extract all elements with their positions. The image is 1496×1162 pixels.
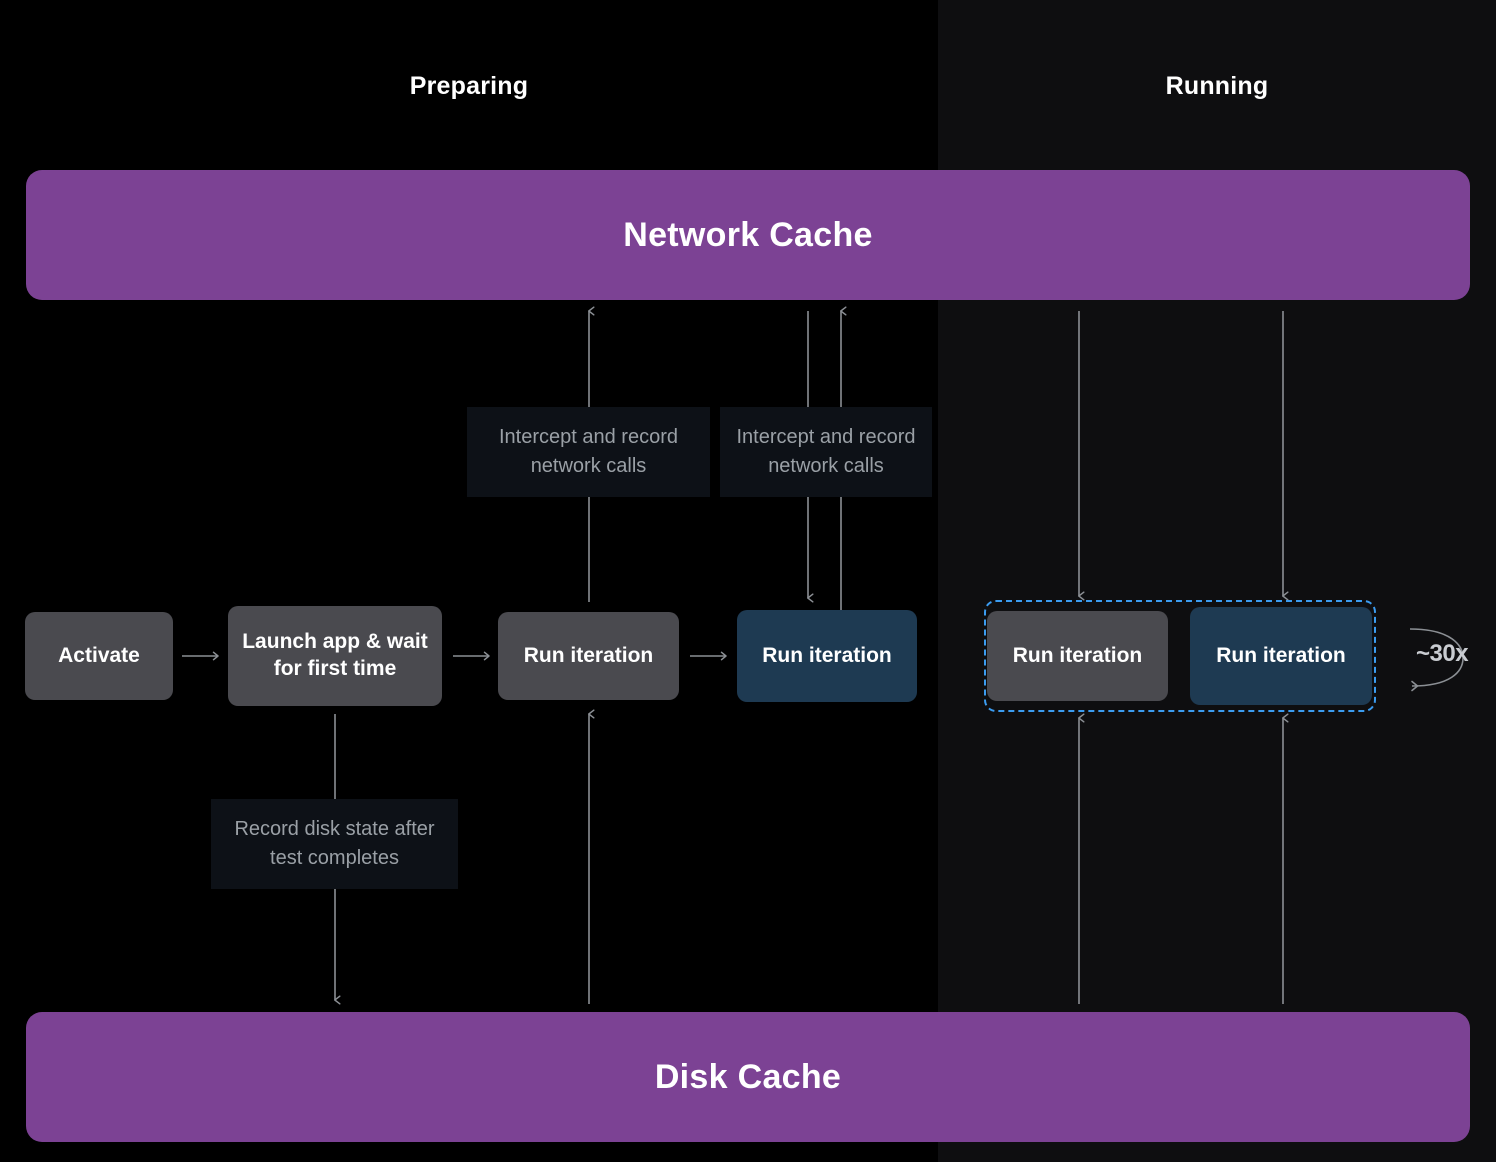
lane-title-preparing: Preparing [409,72,529,100]
lane-title-running: Running [1165,72,1269,100]
node-run-iteration-prep-1[interactable]: Run iteration [498,612,679,700]
node-launch-app[interactable]: Launch app & wait for first time [228,606,442,706]
annotation-record-disk-state: Record disk state after test completes [211,799,458,889]
node-run-iteration-running-2[interactable]: Run iteration [1190,607,1372,705]
loop-indicator: ~30x [1400,612,1496,704]
annotation-intercept-record-1: Intercept and record network calls [467,407,710,497]
node-run-iteration-prep-2[interactable]: Run iteration [737,610,917,702]
disk-cache-bar[interactable]: Disk Cache [26,1012,1470,1142]
node-run-iteration-running-1[interactable]: Run iteration [987,611,1168,701]
annotation-intercept-record-2: Intercept and record network calls [720,407,932,497]
loop-count-label: ~30x [1416,640,1469,667]
node-activate[interactable]: Activate [25,612,173,700]
network-cache-bar[interactable]: Network Cache [26,170,1470,300]
